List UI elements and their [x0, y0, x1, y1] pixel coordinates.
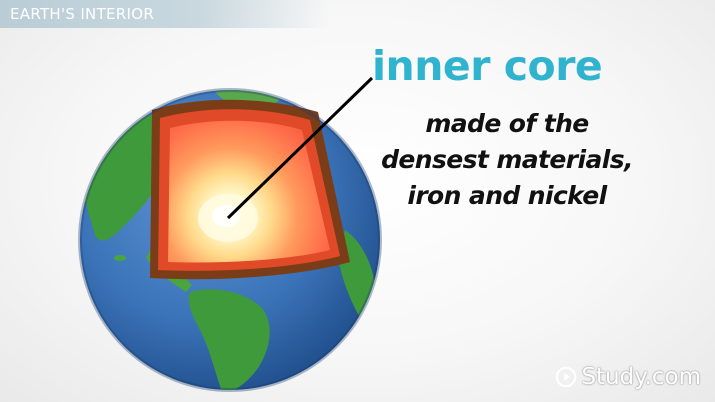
inner-core-glow [212, 205, 240, 227]
study-com-logo: Study.com [555, 364, 701, 390]
south-america-landmass [188, 289, 270, 390]
callout-description: made of the densest materials, iron and … [381, 109, 633, 210]
island [114, 255, 126, 261]
play-circle-icon [556, 366, 577, 388]
globe-shadow [78, 88, 382, 392]
page-title: EARTH'S INTERIOR [10, 5, 155, 23]
logo-text: Study.com [581, 364, 701, 390]
pointer-line [226, 76, 374, 220]
header-bar: EARTH'S INTERIOR [0, 0, 330, 28]
callout-term: inner core [372, 42, 603, 90]
